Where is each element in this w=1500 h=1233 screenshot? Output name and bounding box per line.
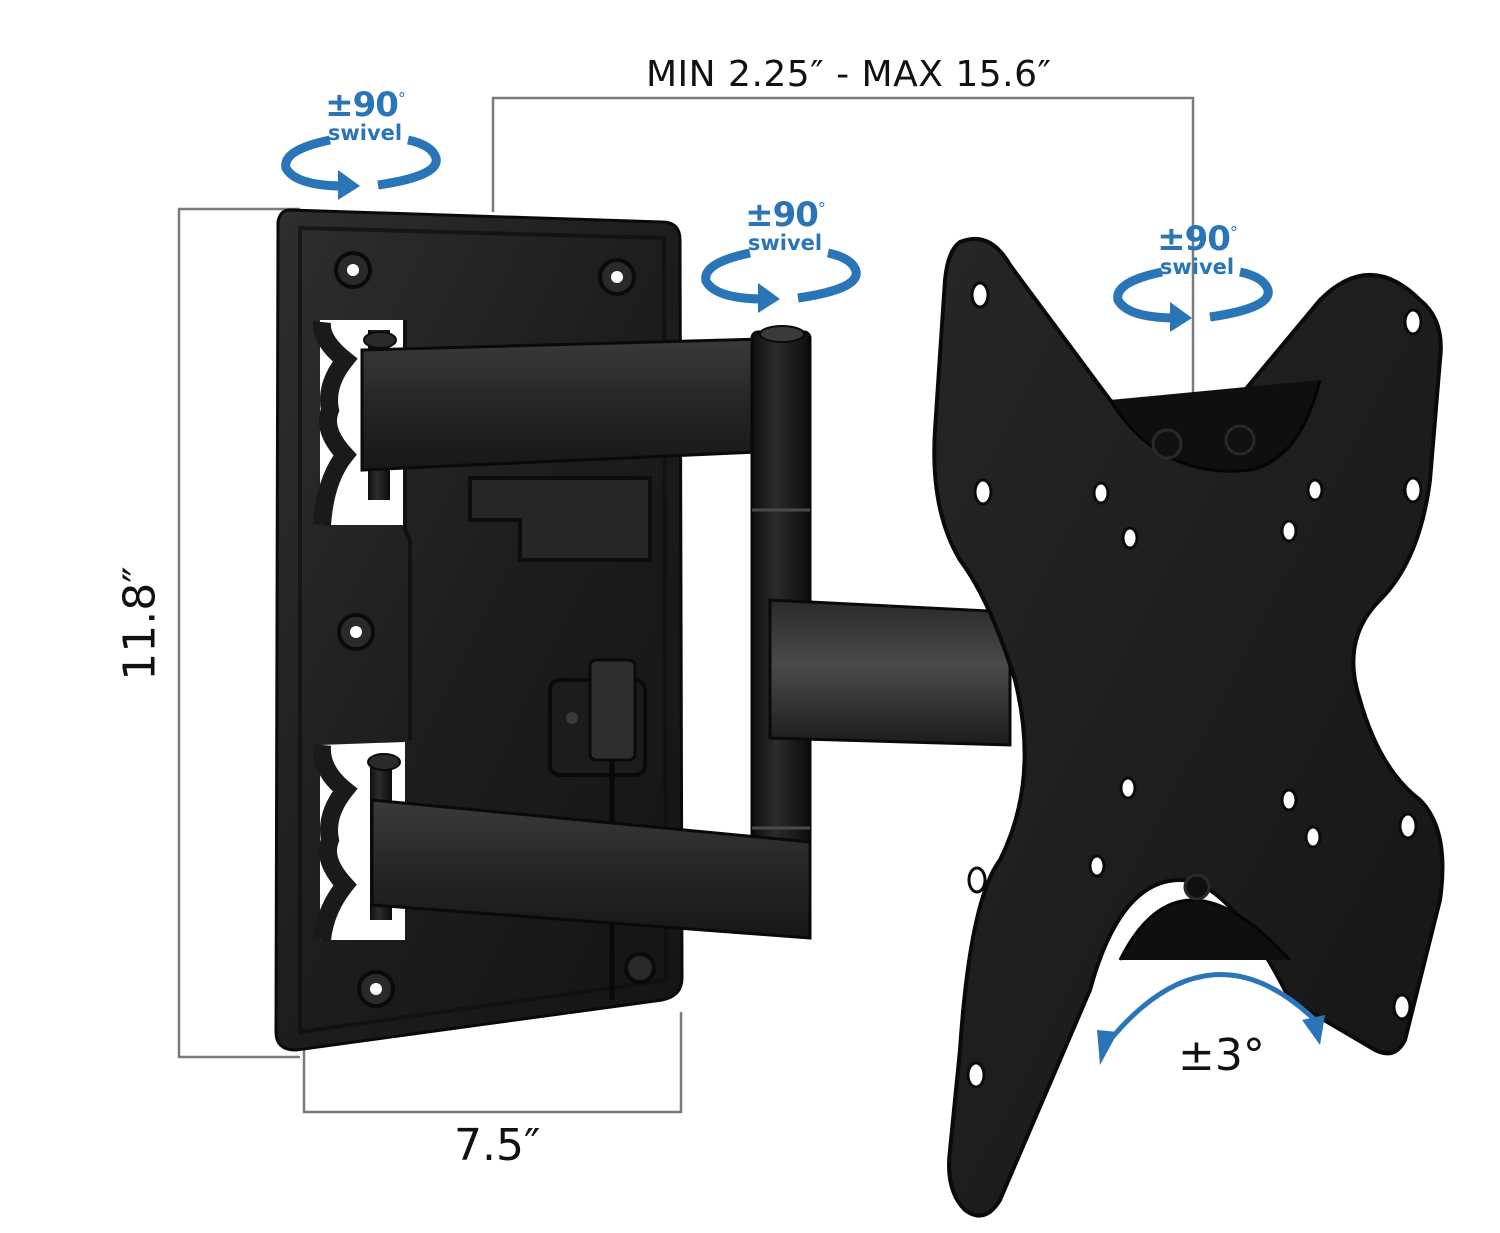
height-dimension-line	[177, 207, 300, 1059]
head-arm	[768, 598, 1012, 747]
width-dimension-label: 7.5″	[454, 1120, 541, 1171]
swivel-arrow-icon-1	[281, 135, 441, 200]
swivel-word: swivel	[327, 121, 403, 145]
swivel-arrows	[281, 135, 1273, 332]
swivel-label-elbow: ±90° swivel	[730, 198, 840, 254]
swivel-angle: ±90	[325, 85, 399, 125]
swivel-word: swivel	[747, 231, 823, 255]
swivel-arrow-icon-3	[1113, 267, 1273, 332]
upper-arm	[360, 330, 802, 500]
extension-dimension-line	[491, 96, 1195, 420]
degree-symbol: °	[1229, 223, 1238, 242]
width-dimension-line	[302, 1012, 683, 1114]
swivel-angle: ±90	[1157, 219, 1231, 259]
degree-symbol: °	[817, 199, 826, 218]
swivel-angle: ±90	[745, 195, 819, 235]
double-arrow-arc-icon	[1097, 972, 1325, 1065]
wall-screw-holes	[334, 251, 656, 1008]
swivel-arrow-icon-2	[701, 248, 861, 313]
vesa-plate	[932, 236, 1445, 1218]
lower-arm	[367, 753, 812, 940]
vesa-holes	[966, 281, 1423, 1089]
degree-symbol: °	[397, 89, 406, 108]
height-dimension-label: 11.8″	[114, 566, 166, 681]
dimension-lines	[177, 96, 1195, 1114]
extension-dimension-label: MIN 2.25″ - MAX 15.6″	[646, 54, 1052, 95]
tilt-label: ±3°	[1178, 1030, 1265, 1081]
swivel-label-head: ±90° swivel	[1142, 222, 1252, 278]
swivel-word: swivel	[1159, 255, 1235, 279]
swivel-label-wall: ±90° swivel	[310, 88, 420, 144]
